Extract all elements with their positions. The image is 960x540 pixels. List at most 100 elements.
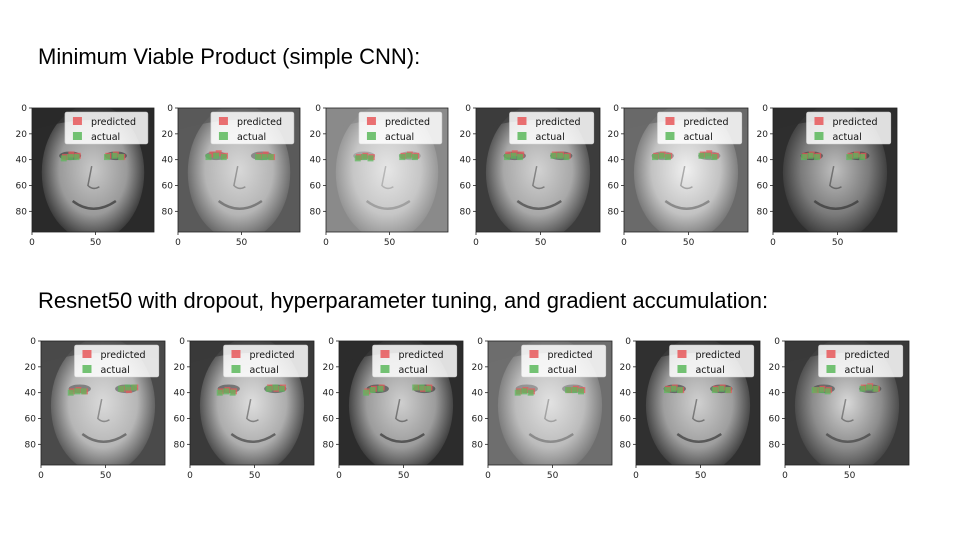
actual-marker xyxy=(664,387,670,394)
actual-marker xyxy=(571,387,578,394)
legend-predicted-label: predicted xyxy=(695,350,740,361)
actual-marker xyxy=(111,152,118,159)
section-title-resnet: Resnet50 with dropout, hyperparameter tu… xyxy=(38,288,769,313)
actual-marker xyxy=(724,387,731,394)
axes-frame xyxy=(487,340,613,466)
legend-predicted-swatch xyxy=(529,350,539,358)
actual-marker xyxy=(704,152,711,159)
y-tick-label: 0 xyxy=(315,104,321,114)
actual-marker xyxy=(565,387,572,394)
y-tick-label: 0 xyxy=(465,104,471,114)
legend-actual-label: actual xyxy=(547,365,576,376)
x-tick-label: 50 xyxy=(236,238,248,248)
x-tick-label: 0 xyxy=(175,238,181,248)
predicted-marker xyxy=(209,151,216,158)
actual-marker xyxy=(859,154,866,161)
y-tick-label: 60 xyxy=(472,415,484,425)
actual-marker xyxy=(818,387,825,394)
legend-actual-label: actual xyxy=(249,365,278,376)
actual-marker xyxy=(267,154,274,161)
actual-marker xyxy=(377,385,384,392)
actual-marker xyxy=(369,387,376,394)
actual-marker xyxy=(514,389,521,396)
legend-actual-label: actual xyxy=(844,365,873,376)
y-tick-label: 80 xyxy=(162,207,174,217)
legend-actual-label: actual xyxy=(832,132,861,143)
legend-predicted-label: predicted xyxy=(385,117,430,128)
actual-marker xyxy=(74,388,81,395)
legend-actual-label: actual xyxy=(100,365,129,376)
legend-predicted-swatch xyxy=(231,350,241,358)
legend-actual-label: actual xyxy=(385,132,414,143)
y-tick-label: 40 xyxy=(620,389,632,399)
legend-predicted-label: predicted xyxy=(91,117,136,128)
legend-predicted-swatch xyxy=(814,117,824,125)
legend-actual-swatch xyxy=(529,365,539,373)
actual-marker xyxy=(711,154,718,161)
y-tick-label: 40 xyxy=(757,156,769,166)
legend-predicted-swatch xyxy=(218,117,228,125)
axes-frame xyxy=(325,107,449,233)
y-tick-label: 40 xyxy=(174,389,186,399)
actual-marker xyxy=(852,152,859,159)
legend-predicted-swatch xyxy=(517,117,527,125)
x-tick-label: 0 xyxy=(187,471,193,481)
y-tick-label: 20 xyxy=(25,363,37,373)
x-tick-label: 50 xyxy=(249,471,261,481)
x-tick-label: 0 xyxy=(621,238,627,248)
y-tick-label: 40 xyxy=(460,156,472,166)
legend-predicted-swatch xyxy=(826,350,836,358)
y-tick-label: 20 xyxy=(310,130,322,140)
axes-frame xyxy=(772,107,898,233)
y-tick-label: 20 xyxy=(608,130,620,140)
legend-predicted-label: predicted xyxy=(100,350,145,361)
y-tick-label: 20 xyxy=(769,363,781,373)
y-tick-label: 80 xyxy=(25,440,37,450)
x-tick-label: 50 xyxy=(547,471,559,481)
y-tick-label: 80 xyxy=(757,207,769,217)
legend-actual-label: actual xyxy=(237,132,266,143)
x-tick-label: 0 xyxy=(336,471,342,481)
legend-predicted-label: predicted xyxy=(844,350,889,361)
legend-actual-label: actual xyxy=(398,365,427,376)
legend-actual-swatch xyxy=(218,132,228,140)
actual-marker xyxy=(664,154,671,161)
actual-marker xyxy=(411,154,418,161)
y-tick-label: 80 xyxy=(310,207,322,217)
legend: predicted actual xyxy=(74,344,160,378)
actual-marker xyxy=(354,155,361,162)
legend-actual-label: actual xyxy=(535,132,564,143)
actual-marker xyxy=(676,387,683,394)
y-tick-label: 60 xyxy=(310,182,322,192)
legend-actual-swatch xyxy=(82,365,92,373)
legend-actual-swatch xyxy=(665,132,675,140)
axes-frame xyxy=(40,340,166,466)
y-tick-label: 80 xyxy=(620,440,632,450)
actual-marker xyxy=(265,385,272,392)
y-tick-label: 20 xyxy=(620,363,632,373)
x-tick-label: 50 xyxy=(90,238,102,248)
y-tick-label: 80 xyxy=(769,440,781,450)
legend-actual-swatch xyxy=(380,365,390,373)
y-tick-label: 40 xyxy=(162,156,174,166)
axes-frame xyxy=(784,340,910,466)
actual-marker xyxy=(229,389,236,396)
legend-actual-swatch xyxy=(72,132,82,140)
legend: predicted actual xyxy=(358,111,443,145)
legend-actual-swatch xyxy=(826,365,836,373)
legend-actual-swatch xyxy=(517,132,527,140)
actual-marker xyxy=(718,385,725,392)
